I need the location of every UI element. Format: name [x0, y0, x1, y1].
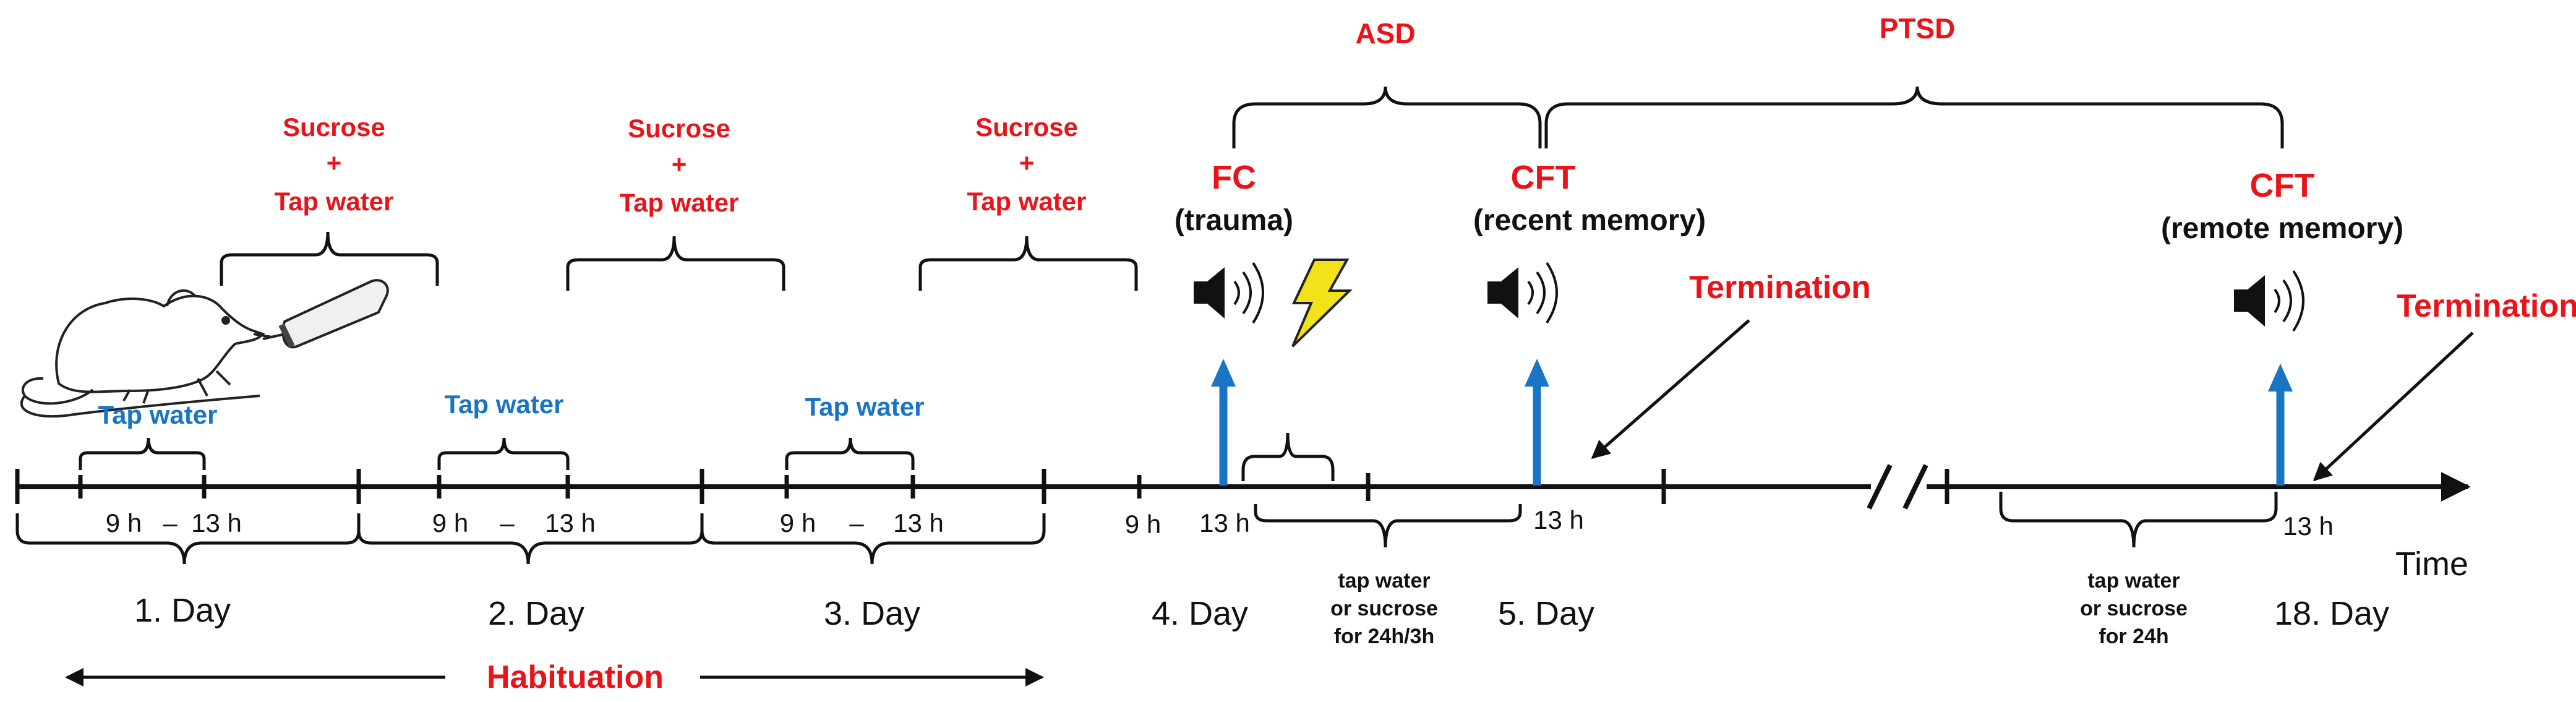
day1-brace	[15, 513, 361, 565]
tapwater-label-day2: Tap water	[445, 390, 564, 419]
termination-label-1: Termination	[1689, 270, 1871, 306]
time-day4-13h: 13 h	[1199, 508, 1250, 537]
svg-text:13 h: 13 h	[191, 508, 242, 537]
time-day18-13h: 13 h	[2283, 512, 2334, 541]
day-label-2: 2. Day	[488, 595, 584, 632]
svg-text:+: +	[327, 148, 342, 178]
svg-text:9 h: 9 h	[780, 508, 816, 537]
tapwater-label-day1: Tap water	[98, 400, 218, 429]
svg-text:tap water: tap water	[1338, 569, 1430, 593]
sucrose-label-day1: Sucrose + Tap water	[275, 113, 394, 216]
day-label-5: 5. Day	[1498, 595, 1594, 632]
svg-text:(trauma): (trauma)	[1175, 204, 1293, 237]
tapwater-label-day3: Tap water	[805, 392, 925, 421]
svg-text:Sucrose: Sucrose	[628, 114, 730, 143]
axis-break	[1867, 464, 1928, 510]
time-day4-9h: 9 h	[1125, 510, 1161, 539]
access-note-day4-5: tap water or sucrose for 24h/3h	[1330, 569, 1438, 648]
mouse-with-bottle-illustration	[20, 279, 389, 418]
speaker-sound-icon	[1487, 262, 1558, 324]
day-label-3: 3. Day	[824, 595, 920, 632]
bottle-icon	[262, 279, 389, 349]
svg-text:9 h: 9 h	[432, 508, 468, 537]
svg-text:9 h: 9 h	[106, 508, 142, 537]
lightning-shock-icon	[1291, 259, 1353, 348]
time-day5-13h: 13 h	[1533, 505, 1584, 534]
svg-text:for 24h/3h: for 24h/3h	[1334, 625, 1434, 648]
access-note-day18: tap water or sucrose for 24h	[2080, 569, 2188, 648]
post-fc-brace	[1241, 432, 1335, 481]
day3-brace	[700, 513, 1046, 565]
event-arrows	[1211, 359, 2293, 486]
svg-text:(remote memory): (remote memory)	[2161, 212, 2403, 245]
svg-text:CFT: CFT	[1511, 159, 1576, 196]
svg-text:13 h: 13 h	[893, 508, 944, 537]
svg-text:–: –	[500, 508, 515, 537]
sucrose-brace-day3	[918, 236, 1138, 291]
time-range-day1: 9 h – 13 h	[106, 508, 242, 537]
asd-brace	[1232, 86, 1542, 148]
svg-text:Tap water: Tap water	[620, 188, 739, 217]
svg-text:Tap water: Tap water	[967, 187, 1087, 216]
svg-text:+: +	[672, 150, 687, 179]
tapwater-brace-day2	[437, 437, 570, 470]
cft-recent-label: CFT (recent memory)	[1473, 159, 1706, 237]
sucrose-label-day2: Sucrose + Tap water	[620, 114, 739, 217]
termination-arrows	[1591, 319, 2474, 482]
svg-text:Sucrose: Sucrose	[283, 113, 385, 142]
tapwater-brace-day1	[79, 437, 206, 470]
svg-text:tap water: tap water	[2087, 569, 2180, 593]
time-range-day2: 9 h – 13 h	[432, 508, 596, 537]
cft-remote-label: CFT (remote memory)	[2161, 167, 2403, 245]
sucrose-brace-day1	[220, 231, 439, 286]
svg-text:Sucrose: Sucrose	[975, 113, 1078, 142]
speaker-sound-icon	[2234, 270, 2304, 332]
svg-text:or sucrose: or sucrose	[1330, 597, 1438, 620]
svg-text:–: –	[849, 508, 864, 537]
day-label-18: 18. Day	[2274, 595, 2389, 632]
svg-text:FC: FC	[1212, 159, 1256, 196]
access-brace-day4-5	[1254, 504, 1522, 548]
day2-brace	[357, 513, 704, 565]
svg-text:Tap water: Tap water	[275, 187, 394, 216]
fc-label: FC (trauma)	[1175, 159, 1293, 237]
svg-text:CFT: CFT	[2250, 167, 2315, 204]
speaker-sound-icon	[1194, 262, 1264, 324]
tapwater-brace-day3	[785, 437, 915, 470]
day-label-1: 1. Day	[134, 592, 231, 629]
termination-label-2: Termination	[2397, 288, 2576, 324]
sucrose-brace-day2	[566, 236, 785, 291]
svg-text:for 24h: for 24h	[2099, 625, 2168, 648]
svg-text:+: +	[1019, 148, 1035, 178]
day-label-4: 4. Day	[1152, 595, 1248, 632]
time-range-day3: 9 h – 13 h	[780, 508, 944, 537]
phase-label-asd: ASD	[1355, 17, 1415, 49]
habituation-label: Habituation	[487, 659, 664, 695]
svg-text:13 h: 13 h	[545, 508, 596, 537]
svg-text:(recent memory): (recent memory)	[1473, 204, 1706, 237]
ptsd-brace	[1544, 86, 2284, 148]
svg-text:or sucrose: or sucrose	[2080, 597, 2188, 620]
svg-text:–: –	[163, 508, 178, 537]
time-axis-label: Time	[2395, 546, 2468, 583]
phase-label-ptsd: PTSD	[1880, 12, 1956, 45]
access-brace-day18	[1999, 492, 2278, 548]
sucrose-label-day3: Sucrose + Tap water	[967, 113, 1087, 216]
timeline-ticks	[15, 469, 1949, 504]
